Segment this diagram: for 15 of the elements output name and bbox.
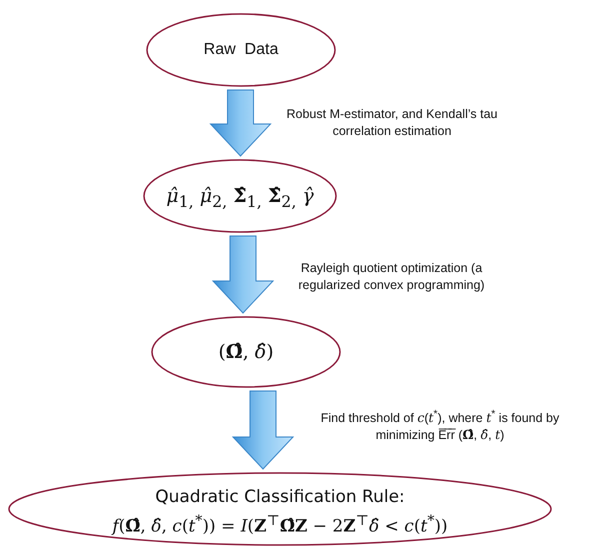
node-heading: Quadratic Classification Rule:: [154, 486, 406, 509]
node-text: μ̂$_{1,}$ μ̂$_{2,}$ Σ̂$_{1,}$ Σ̂$_{2,}$ γ̂: [165, 184, 315, 213]
ellipse-node: [143, 159, 337, 233]
ellipse-node: [146, 13, 336, 87]
node-text: (Ω̂, δ̂): [217, 340, 275, 364]
edge-label: Robust M-estimator, and Kendall’s tau correlation estimation: [286, 106, 498, 140]
ellipse-node: [8, 472, 552, 546]
edge-label: Rayleigh quotient optimization (a regularized convex programming): [297, 260, 486, 294]
block-arrow: [212, 236, 274, 314]
edge-label: Find threshold of c(t$^{*}$), where t$^{*}$ is found by minimizing E̅r̅r̅ (Ω̂, δ̂, t): [320, 408, 560, 444]
block-arrow: [232, 390, 294, 470]
ellipse-node: [151, 316, 341, 388]
formula-text: f(Ω̂, δ̂, c(t$^{*}$)) = I(Z$^{⊤}$Ω̂Z − 2Z$^{⊤}$δ̂ < c(t$^{*}$)): [110, 512, 449, 539]
node-text: Raw Data: [202, 40, 280, 60]
block-arrow: [209, 90, 272, 157]
